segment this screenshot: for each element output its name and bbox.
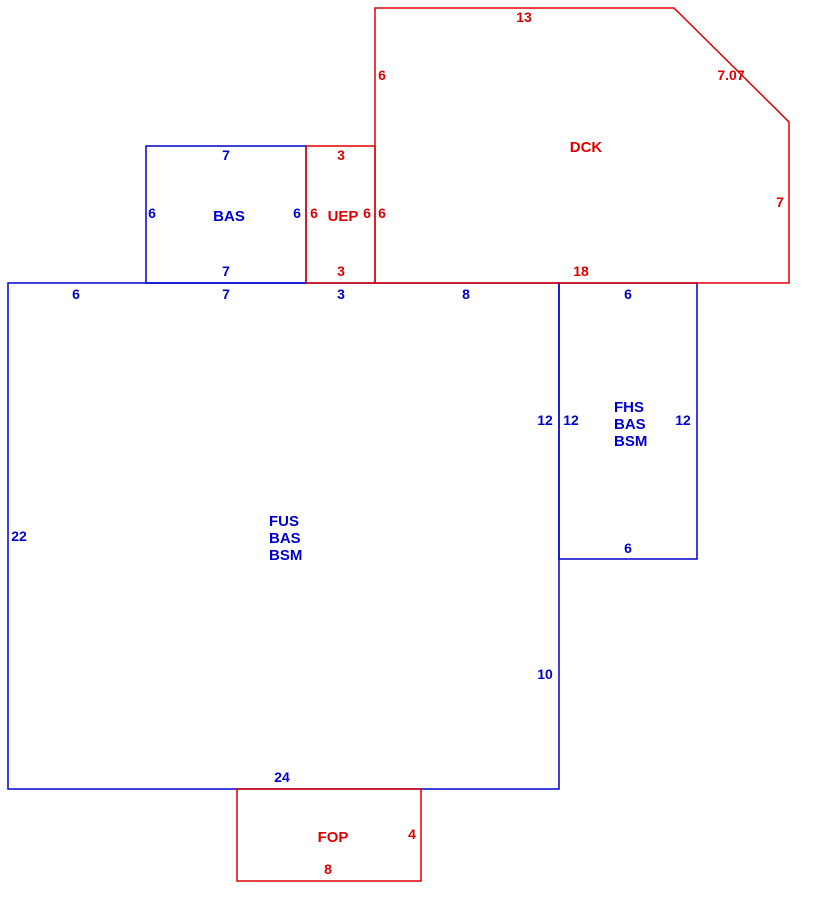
bas-upper-bottom-dim: 7 [222,263,230,279]
fhs-area-code-2: BAS [614,416,646,433]
dck-bottom-dim: 18 [573,263,589,279]
fhs-top-dim: 6 [624,286,632,302]
bas-upper-top-dim: 7 [222,147,230,163]
fus-left-dim: 22 [11,528,27,544]
dck-right-dim: 7 [776,194,784,210]
fop-outline [236,788,422,882]
bas-upper-area-code: BAS [213,208,245,225]
fhs-bottom-dim: 6 [624,540,632,556]
uep-top-dim: 3 [337,147,345,163]
fhs-labels: 6 12 12 6 FHS BAS BSM [563,286,691,556]
dck-top-dim: 13 [516,9,532,25]
fop-area-code: FOP [318,829,349,846]
uep-labels: 3 6 6 3 UEP [310,147,371,279]
fhs-right-dim: 12 [675,412,691,428]
fus-area-code-1: FUS [269,513,299,530]
dck-left-lower-dim: 6 [378,205,386,221]
bas-upper-labels: 7 6 6 7 BAS [148,147,301,279]
fus-area-code-3: BSM [269,547,302,564]
fus-top-dim-b: 7 [222,286,230,302]
fus-top-dim-a: 6 [72,286,80,302]
fus-area-code-2: BAS [269,530,301,547]
dck-outline [374,7,790,284]
uep-left-dim: 6 [310,205,318,221]
fhs-area-code-3: BSM [614,433,647,450]
fus-bottom-dim: 24 [274,769,290,785]
fus-top-dim-c: 3 [337,286,345,302]
dck-area-code: DCK [570,139,603,156]
red-structure-outlines [236,7,790,882]
fus-right-lower-dim: 10 [537,666,553,682]
fhs-left-dim: 12 [563,412,579,428]
fhs-area-code-1: FHS [614,399,644,416]
uep-bottom-dim: 3 [337,263,345,279]
uep-area-code: UEP [328,208,359,225]
dck-left-dim: 6 [378,67,386,83]
uep-right-dim: 6 [363,205,371,221]
fop-right-dim: 4 [408,826,416,842]
fus-labels: 6 7 3 8 22 12 10 24 FUS BAS BSM [11,286,553,785]
fop-bottom-dim: 8 [324,861,332,877]
bas-upper-left-dim: 6 [148,205,156,221]
fus-top-dim-d: 8 [462,286,470,302]
dck-diagonal-dim: 7.07 [717,67,744,83]
blue-structure-outlines [7,145,698,790]
dck-labels: 13 6 7.07 7 6 18 DCK [378,9,784,279]
fop-labels: 4 8 FOP [318,826,417,877]
bas-upper-right-dim: 6 [293,205,301,221]
fus-right-upper-dim: 12 [537,412,553,428]
